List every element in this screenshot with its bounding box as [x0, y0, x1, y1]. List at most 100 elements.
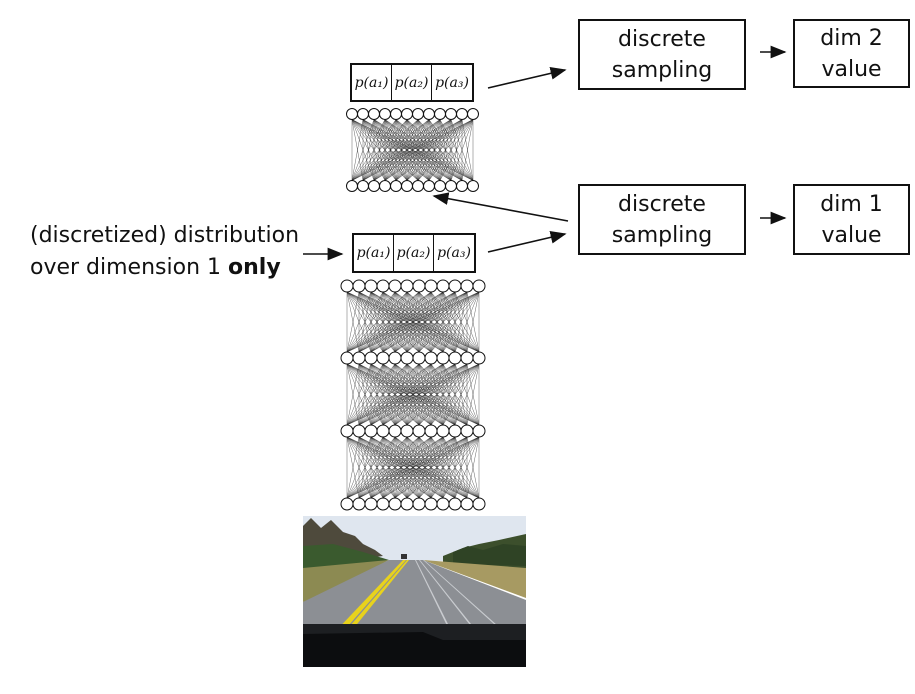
network-connection: [346, 291, 480, 353]
arrow-sampling-feedback: [432, 192, 569, 222]
caption-line2-bold: only: [228, 255, 281, 280]
top-sampling-line1: discrete: [618, 26, 706, 52]
network-node: [352, 279, 366, 293]
network-node: [364, 497, 378, 511]
road-scene-illustration: [303, 516, 526, 667]
network-connection: [430, 363, 480, 426]
network-node: [368, 108, 380, 120]
network-node: [456, 180, 468, 192]
network-node: [388, 497, 402, 511]
network-connection: [418, 291, 480, 353]
network-connection: [346, 363, 432, 426]
network-node: [434, 108, 446, 120]
network-connection: [346, 363, 456, 426]
network-connection: [346, 436, 396, 499]
network-connection: [406, 436, 480, 499]
network-node: [340, 424, 354, 438]
network-connection: [346, 291, 456, 353]
network-connection: [370, 363, 480, 426]
network-node: [436, 351, 450, 365]
network-node: [423, 108, 435, 120]
network-connection: [442, 291, 480, 353]
top-value-line2: value: [821, 56, 882, 82]
network-node: [424, 497, 438, 511]
lower-prob-output: p(a₁) p(a₂) p(a₃): [352, 233, 476, 273]
network-connection: [346, 291, 408, 353]
lower-network: [340, 279, 486, 511]
network-node: [352, 351, 366, 365]
network-connection: [346, 291, 420, 353]
road-camera-image: [303, 516, 526, 667]
network-connection: [346, 363, 408, 426]
network-connection: [466, 363, 480, 426]
upper-prob-cell-1: p(a₁): [352, 65, 392, 100]
network-connection: [373, 119, 474, 181]
network-node: [376, 424, 390, 438]
network-node: [424, 279, 438, 293]
network-connection: [454, 363, 480, 426]
network-connection: [370, 436, 480, 499]
network-node: [445, 108, 457, 120]
network-connection: [439, 119, 474, 181]
network-connection: [346, 291, 396, 353]
network-node: [401, 108, 413, 120]
network-node: [412, 351, 426, 365]
network-connection: [406, 119, 474, 181]
network-connection: [346, 363, 396, 426]
top-value-line1: dim 2: [820, 25, 883, 51]
network-connection: [382, 436, 480, 499]
network-connection: [346, 291, 360, 353]
network-connection: [346, 436, 360, 499]
top-sampling-box: discrete sampling: [578, 19, 746, 90]
network-node: [412, 279, 426, 293]
network-connection: [346, 363, 384, 426]
network-node: [448, 424, 462, 438]
network-connection: [351, 119, 441, 181]
network-connection: [346, 436, 384, 499]
network-node: [340, 279, 354, 293]
network-connection: [395, 119, 474, 181]
network-node: [472, 424, 486, 438]
upper-network: [346, 108, 479, 192]
network-node: [388, 279, 402, 293]
network-connection: [454, 436, 480, 499]
network-connection: [346, 436, 480, 499]
upper-prob-cell-3: p(a₃): [435, 74, 469, 91]
network-node: [436, 497, 450, 511]
upper-prob-output: p(a₁) p(a₂) p(a₃): [350, 63, 474, 102]
network-node: [467, 108, 479, 120]
network-connection: [346, 291, 432, 353]
network-connection: [346, 436, 408, 499]
network-connection: [346, 436, 420, 499]
network-connection: [346, 291, 384, 353]
network-connection: [450, 119, 474, 181]
network-connection: [370, 291, 480, 353]
network-node: [412, 180, 424, 192]
lower-prob-cell-1: p(a₁): [354, 235, 394, 271]
network-node: [412, 108, 424, 120]
network-connection: [346, 436, 456, 499]
network-node: [448, 351, 462, 365]
network-node: [376, 279, 390, 293]
lower-prob-cell-3: p(a₃): [437, 245, 471, 261]
network-node: [460, 497, 474, 511]
network-connection: [418, 436, 480, 499]
network-node: [472, 351, 486, 365]
network-connection: [394, 363, 480, 426]
top-sampling-line2: sampling: [611, 57, 713, 83]
network-connection: [466, 291, 480, 353]
network-connection: [346, 363, 444, 426]
network-connection: [461, 119, 474, 181]
network-connection: [358, 436, 480, 499]
network-node: [424, 351, 438, 365]
network-connection: [454, 291, 480, 353]
network-connection: [351, 119, 375, 181]
network-connection: [351, 119, 397, 181]
network-node: [401, 180, 413, 192]
network-node: [379, 108, 391, 120]
bottom-sampling-line2: sampling: [611, 222, 713, 248]
network-connection: [346, 291, 468, 353]
network-node: [390, 108, 402, 120]
network-connection: [351, 119, 474, 181]
